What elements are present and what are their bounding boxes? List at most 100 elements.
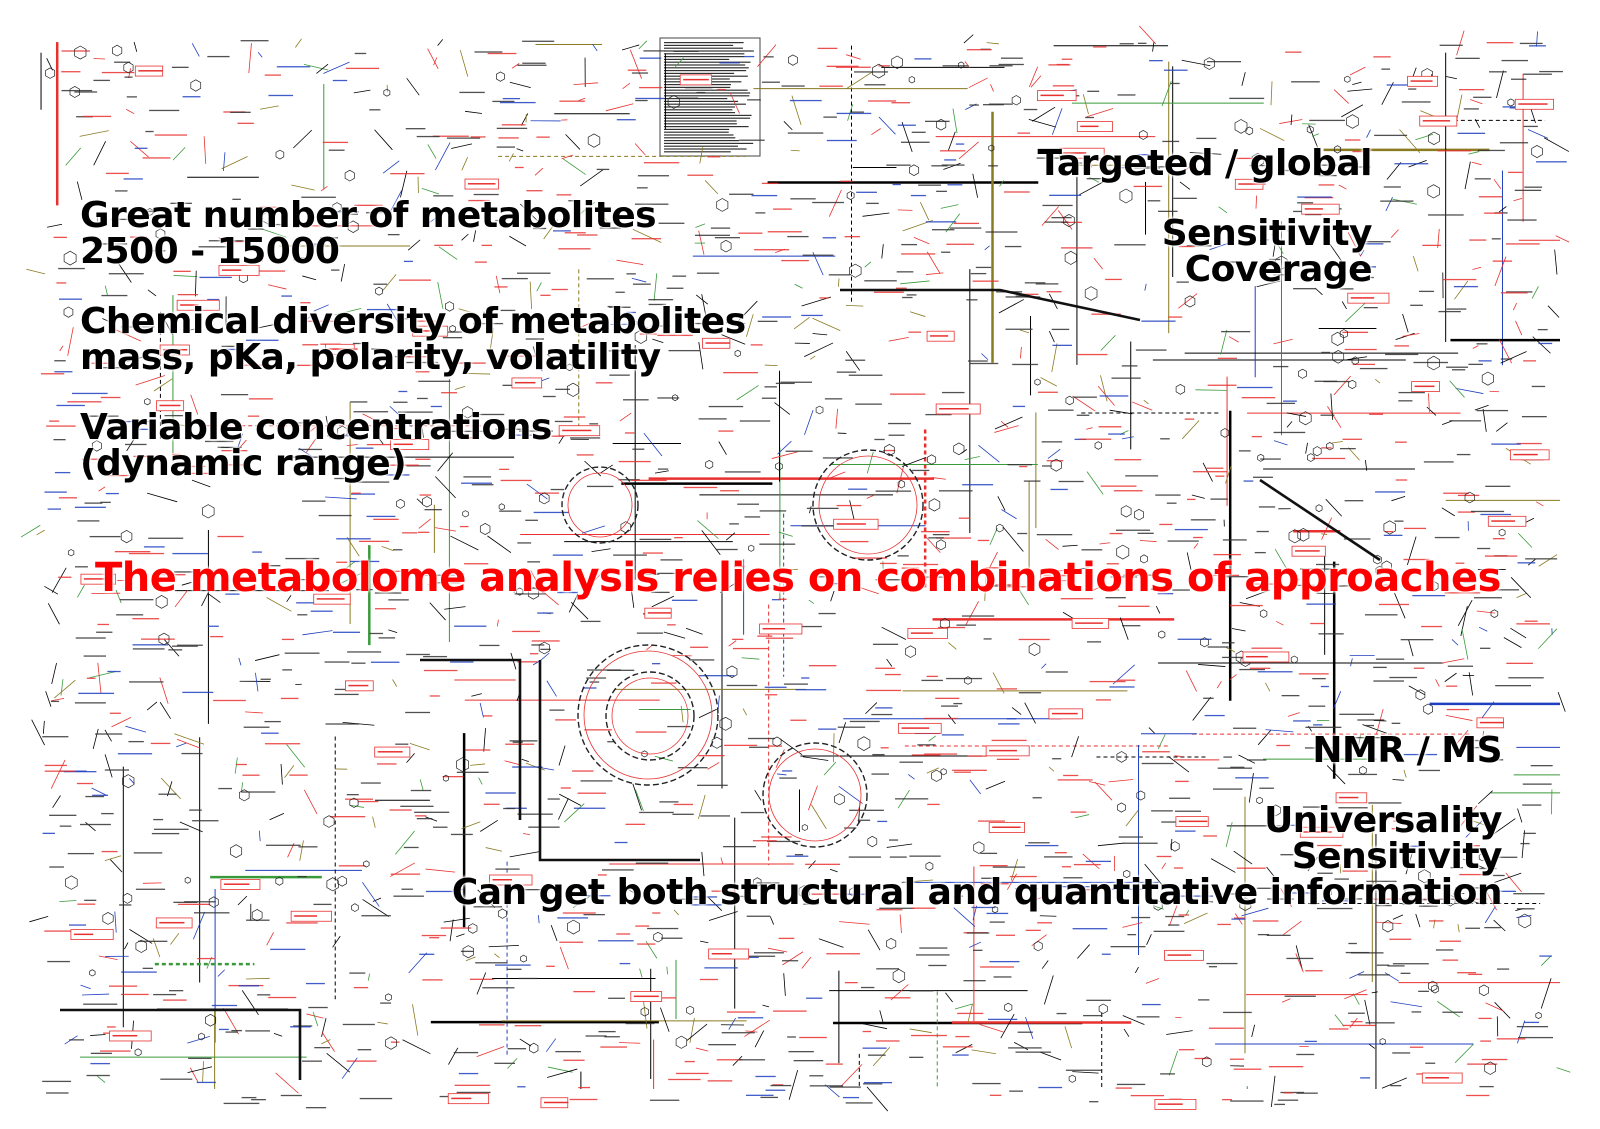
compound-label-mark [634,203,669,205]
reaction-edge [846,71,873,89]
legend-text-line [664,114,752,116]
compound-label-mark [119,904,132,906]
compound-label-mark [464,563,489,565]
compound-label-mark [1394,163,1429,165]
compound-label-mark [1304,747,1339,749]
molecule-ring [527,586,539,600]
compound-label-mark [1070,811,1087,813]
compound-label-mark [635,99,648,102]
compound-label-mark [609,374,630,376]
pathway-name-mark [467,183,496,185]
compound-label-mark [296,602,326,604]
compound-label-mark [61,89,93,92]
reaction-edge [685,627,703,635]
compound-label-mark [74,702,106,704]
compound-label-mark [1122,625,1141,627]
compound-label-mark [1392,1052,1411,1054]
reaction-edge [179,821,203,833]
compound-label-mark [354,204,383,207]
compound-label-mark [69,1039,85,1041]
compound-label-mark [931,229,955,231]
reaction-edge [782,951,804,966]
compound-label-mark [1217,923,1231,926]
reaction-edge [1143,399,1149,405]
legend-text-line [664,140,740,142]
pathway-name-mark [992,826,1021,828]
reaction-edge [1516,592,1528,599]
compound-label-mark [652,663,661,665]
compound-label-mark [1223,1011,1252,1014]
reaction-edge [321,1039,331,1045]
pathway-name-mark [1339,796,1359,799]
compound-label-mark [211,1004,238,1007]
compound-label-mark [347,651,382,653]
compound-label-mark [657,334,693,337]
compound-label-mark [1456,453,1471,456]
molecule-ring [720,239,732,253]
compound-label-mark [1478,360,1492,362]
compound-label-mark [268,94,294,97]
compound-label-mark [1457,132,1486,134]
reaction-edge [762,1004,770,1008]
compound-label-mark [114,61,131,63]
compound-label-mark [425,890,458,893]
molecule-ring [1245,126,1254,136]
pathway-name-mark [163,348,188,351]
compound-label-mark [643,50,665,52]
reaction-edge [458,308,477,315]
compound-label-mark [1310,622,1325,625]
compound-label-mark [1516,908,1535,910]
compound-label-mark [719,62,740,64]
compound-label-mark [1383,186,1401,188]
reaction-edge [1489,818,1516,838]
compound-label-mark [1403,527,1427,530]
pathway-name-mark [180,304,199,306]
reaction-edge [1384,972,1399,982]
compound-label-mark [1087,641,1102,643]
compound-label-mark [221,345,235,348]
reaction-edge [509,851,540,858]
compound-label-mark [716,548,738,551]
reaction-edge [561,154,574,160]
reaction-edge [1402,902,1419,905]
compound-label-mark [883,449,896,452]
compound-label-mark [649,1099,680,1101]
compound-label-mark [996,688,1018,690]
compound-label-mark [989,921,1005,923]
compound-label-mark [910,194,926,197]
compound-label-mark [1113,490,1143,492]
reaction-edge [948,642,957,650]
compound-label-mark [953,702,963,705]
compound-label-mark [1043,856,1073,858]
reaction-edge [395,830,415,855]
reaction-edge [316,63,329,74]
compound-label-mark [91,362,112,364]
compound-label-mark [1403,845,1423,847]
compound-label-mark [1350,1021,1363,1023]
reaction-edge [1041,206,1059,226]
compound-label-mark [809,1085,844,1087]
reaction-edge [1482,408,1487,432]
compound-label-mark [608,997,625,999]
reaction-edge [1203,167,1208,174]
compound-label-mark [1316,907,1353,910]
compound-label-mark [1318,184,1335,186]
compound-label-mark [449,430,486,433]
reaction-edge [520,113,529,126]
pathway-name-mark [1075,622,1103,624]
molecule-ring [96,213,107,225]
compound-label-mark [980,966,1014,968]
compound-label-mark [975,266,992,269]
reaction-edge [419,779,424,791]
compound-label-mark [357,481,390,483]
compound-label-mark [1439,44,1463,46]
compound-label-mark [350,560,380,563]
molecule-ring [89,969,96,977]
reaction-edge [1241,72,1246,86]
reaction-edge [223,1007,239,1035]
reaction-edge [523,833,531,836]
compound-label-mark [831,582,842,585]
pathway-name-mark [377,751,403,753]
reaction-edge [994,416,1023,430]
molecule-ring [349,797,359,808]
